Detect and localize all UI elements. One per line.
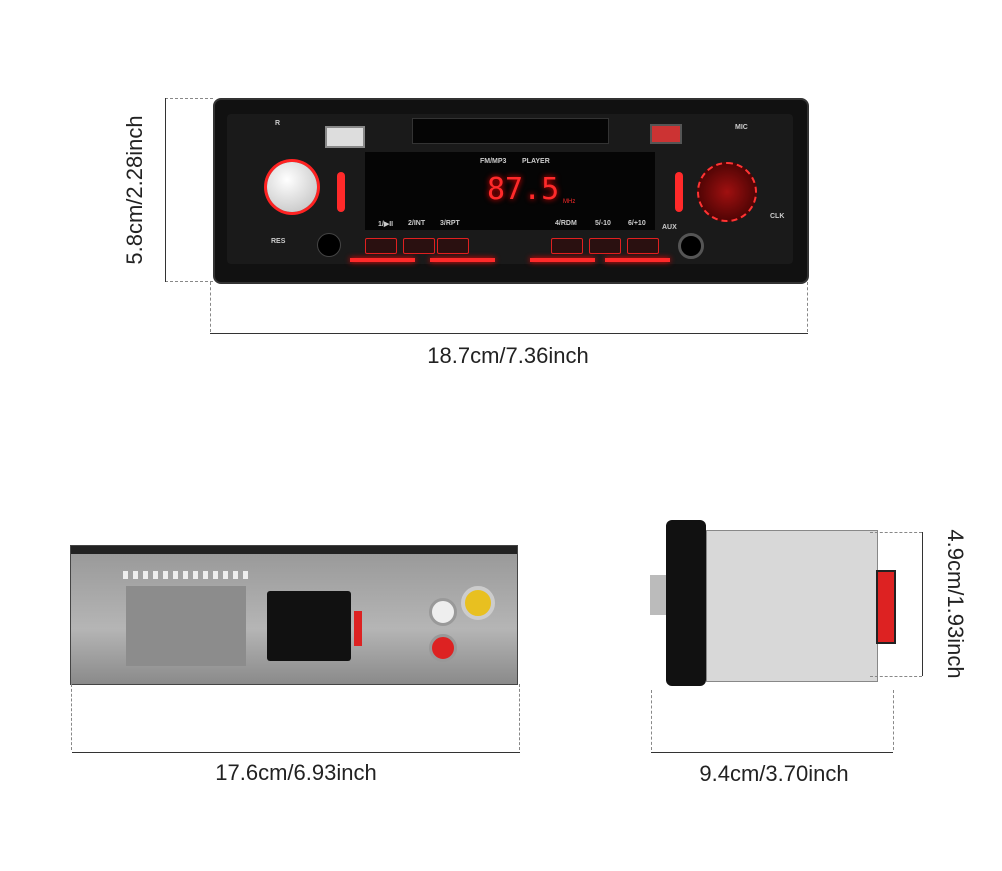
side-height-label: 4.9cm/1.93inch: [943, 529, 968, 679]
clk-label: CLK: [770, 213, 785, 220]
mic-label: MIC: [735, 124, 748, 131]
iso-connector: [267, 591, 351, 661]
r-label: R: [275, 120, 281, 127]
button-label-3: 3/RPT: [440, 220, 460, 227]
aux-label: AUX: [662, 224, 677, 231]
ir-sensor: [317, 233, 341, 257]
mode-dial[interactable]: [697, 162, 757, 222]
button-label-5: 5/-10: [595, 220, 611, 227]
cd-slot: [412, 118, 609, 144]
volume-knob[interactable]: [267, 162, 317, 212]
front-height-label: 5.8cm/2.28inch: [122, 115, 147, 265]
front-width-label: 18.7cm/7.36inch: [427, 343, 589, 368]
button-label-1: 1/▶II: [378, 221, 394, 228]
side-view: [650, 520, 896, 686]
rca-yellow: [461, 586, 495, 620]
side-depth-label: 9.4cm/3.70inch: [699, 761, 849, 786]
rca-red: [429, 634, 457, 662]
preset-button-6[interactable]: [627, 238, 659, 254]
mode-label: FM/MP3: [480, 158, 507, 165]
fuse: [354, 611, 362, 646]
button-label-4: 4/RDM: [555, 220, 577, 227]
frequency-unit: MHz: [563, 199, 576, 205]
button-label-6: 6/+10: [628, 220, 646, 227]
res-label: RES: [271, 238, 286, 245]
back-view: [70, 545, 518, 685]
preset-button-3[interactable]: [437, 238, 469, 254]
aux-jack[interactable]: [678, 233, 704, 259]
usb-port-red: [650, 124, 682, 144]
preset-button-2[interactable]: [403, 238, 435, 254]
rca-white: [429, 598, 457, 626]
front-panel: FM/MP3 PLAYER 87.5 MHz R MIC RES CLK AUX…: [213, 98, 809, 284]
preset-button-1[interactable]: [365, 238, 397, 254]
player-label: PLAYER: [522, 158, 550, 165]
preset-button-4[interactable]: [551, 238, 583, 254]
button-label-2: 2/INT: [408, 220, 426, 227]
frequency-readout: 87.5: [487, 172, 560, 207]
display: [365, 152, 655, 230]
back-width-label: 17.6cm/6.93inch: [215, 760, 377, 785]
usb-port-white: [325, 126, 365, 148]
preset-button-5[interactable]: [589, 238, 621, 254]
